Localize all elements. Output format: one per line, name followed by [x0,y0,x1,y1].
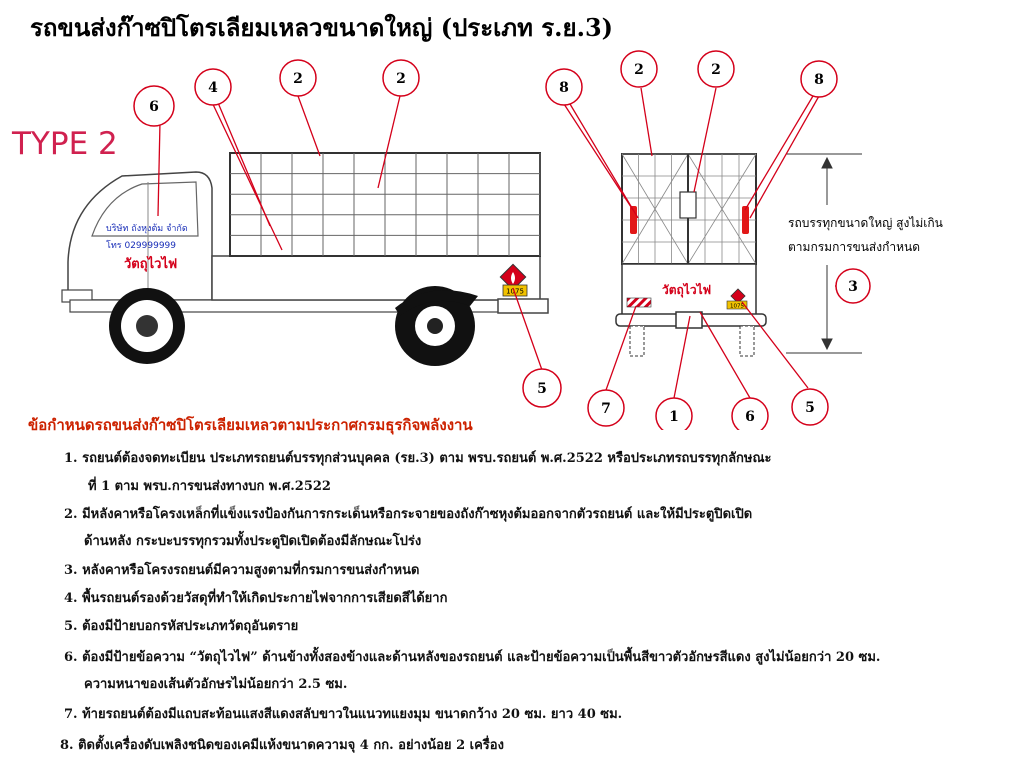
rule-item: 1. รถยนต์ต้องจดทะเบียน ประเภทรถยนต์บรรทุ… [64,451,772,466]
un-number-rear: 1075 [730,304,744,310]
svg-text:8: 8 [559,80,569,96]
hazard-diamond-rear [730,288,746,304]
un-number-side: 1075 [506,288,524,296]
rear-wheel [395,286,478,366]
callout-side-2b: 2 [382,59,420,97]
callout-rear-8a: 8 [545,68,583,106]
svg-text:4: 4 [208,80,218,96]
svg-text:6: 6 [745,409,755,425]
callout-circles: 6 4 2 2 5 8 2 2 8 7 1 6 5 3 [133,50,871,430]
svg-text:5: 5 [537,381,547,397]
flammable-label-rear: วัตถุไวไฟ [662,283,712,297]
callout-rear-1: 1 [655,397,693,430]
truck-diagram: 1075 1075 [61,50,871,430]
svg-text:2: 2 [711,62,721,78]
callout-lines [157,87,852,399]
flammable-label-side: วัตถุไวไฟ [124,257,178,272]
callout-rear-2a: 2 [620,50,658,88]
svg-text:7: 7 [601,401,611,417]
callout-rear-7: 7 [587,389,625,427]
svg-text:2: 2 [396,71,406,87]
rule-item: 4. พื้นรถยนต์รองด้วยวัสดุที่ทำให้เกิดประ… [64,591,448,606]
callout-side-4: 4 [194,68,232,106]
rule-item-continued: ที่ 1 ตาม พรบ.การขนส่งทางบก พ.ศ.2522 [88,479,331,494]
truck-side-view: 1075 [61,152,549,366]
callout-rear-5: 5 [791,388,829,426]
rule-item: 7. ท้ายรถยนต์ต้องมีแถบสะท้อนแสงสีแดงสลับ… [64,707,623,722]
callout-rear-6: 6 [731,397,769,430]
rule-item: 6. ต้องมีป้ายข้อความ “วัตถุไวไฟ” ด้านข้า… [64,650,881,665]
height-dimension [786,153,862,354]
callout-side-2a: 2 [279,59,317,97]
front-wheel [109,288,185,364]
reflective-strip [626,297,652,308]
svg-text:2: 2 [634,62,644,78]
callout-height-3: 3 [835,268,871,304]
height-note-line1: รถบรรทุกขนาดใหญ่ สูงไม่เกิน [788,216,943,230]
svg-text:2: 2 [293,71,303,87]
rule-item-continued: ความหนาของเส้นตัวอักษรไม่น้อยกว่า 2.5 ซม… [84,677,348,692]
svg-text:5: 5 [805,400,815,416]
cab-window [91,181,199,237]
type-label: TYPE 2 [12,126,118,162]
callout-side-5: 5 [522,368,562,408]
rule-item: 2. มีหลังคาหรือโครงเหล็กที่แข็งแรงป้องกั… [64,507,753,522]
height-note-line2: ตามกรมการขนส่งกำหนด [788,240,921,254]
hazard-diamond-side [499,263,527,291]
callout-rear-2b: 2 [697,50,735,88]
company-phone: โทร 029999999 [106,241,176,251]
callout-side-6: 6 [133,85,175,127]
svg-text:8: 8 [814,72,824,88]
svg-text:3: 3 [848,279,858,295]
extinguisher-right [742,206,749,234]
callout-rear-8b: 8 [800,60,838,98]
svg-text:1: 1 [669,409,679,425]
section-heading: ข้อกำหนดรถขนส่งก๊าซปิโตรเลียมเหลวตามประก… [28,416,473,434]
svg-text:6: 6 [149,99,159,115]
company-name: บริษัท ถังหุงต้ม จำกัด [106,224,188,234]
rule-item: 3. หลังคาหรือโครงรถยนต์มีความสูงตามที่กร… [64,563,420,578]
un-plate-rear [726,300,748,310]
un-plate-side [502,284,528,297]
rule-item: 8. ติดตั้งเครื่องดับเพลิงชนิดของเคมีแห้ง… [60,738,504,753]
page-title: รถขนส่งก๊าซปิโตรเลียมเหลวขนาดใหญ่ (ประเภ… [30,13,614,42]
rule-item-continued: ด้านหลัง กระบะบรรทุกรวมทั้งประตูปิดเปิดต… [84,534,422,549]
rule-item: 5. ต้องมีป้ายบอกรหัสประเภทวัตถุอันตราย [64,619,299,634]
truck-rear-view: 1075 [615,153,767,357]
